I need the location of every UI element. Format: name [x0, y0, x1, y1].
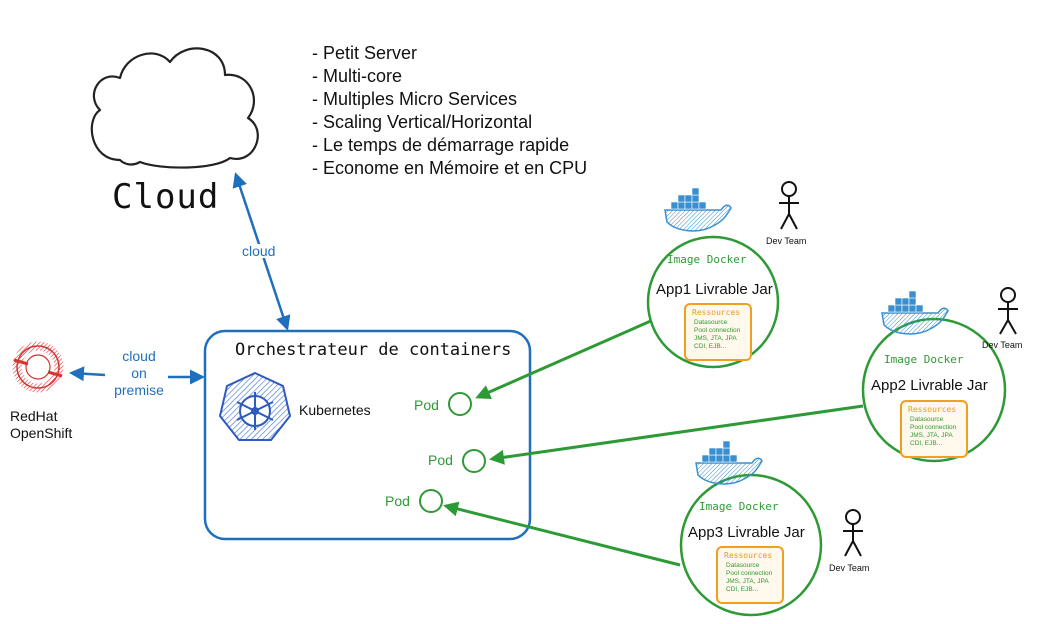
pod-label: Pod [428, 452, 453, 468]
stick-figure-icon [998, 287, 1018, 335]
resources-list: Datasource Pool connection JMS, JTA, JPA… [910, 416, 956, 448]
cloud-link-label: cloud [240, 243, 278, 259]
kubernetes-icon [218, 371, 292, 441]
app1-team-label: Dev Team [766, 236, 807, 246]
resource-item: Pool connection [726, 570, 773, 577]
app2-name: App2 Livrable Jar [871, 377, 988, 394]
docker-whale-icon [664, 187, 732, 232]
app3-name: App3 Livrable Jar [688, 524, 805, 541]
resources-list: Datasource Pool connection JMS, JTA, JPA… [726, 562, 772, 594]
feature-item: - Le temps de démarrage rapide [312, 135, 570, 155]
feature-item: - Petit Server [312, 43, 418, 63]
pod-2-circle [462, 449, 486, 473]
onpremise-label-line: cloud [122, 348, 156, 364]
app3-team-label: Dev Team [829, 563, 870, 573]
stick-figure-icon [843, 509, 863, 557]
app2-to-pod-arrow [489, 404, 864, 465]
docker-whale-icon [695, 440, 763, 485]
resource-item: JMS, JTA, JPA [910, 432, 953, 439]
resources-title: Ressources [692, 308, 741, 317]
app1-to-pod-arrow [475, 318, 654, 400]
resource-item: Pool connection [694, 327, 741, 334]
orchestrator-title: Orchestrateur de containers [235, 340, 512, 360]
resources-title: Ressources [908, 405, 957, 414]
app1-image-label: Image Docker [667, 253, 747, 266]
app2-image-label: Image Docker [884, 353, 964, 366]
resource-item: CDI, EJB... [910, 440, 943, 447]
cloud-title: Cloud [112, 177, 220, 217]
resource-item: CDI, EJB... [726, 586, 759, 593]
resources-list: Datasource Pool connection JMS, JTA, JPA… [694, 319, 740, 351]
resource-item: Datasource [694, 319, 728, 326]
stick-figure-icon [779, 181, 799, 230]
resource-item: JMS, JTA, JPA [694, 335, 737, 342]
feature-item: - Multiples Micro Services [312, 89, 518, 109]
onpremise-arrow-left [69, 366, 106, 382]
resource-item: Pool connection [910, 424, 957, 431]
app1-name: App1 Livrable Jar [656, 281, 773, 298]
pod-1-circle [448, 392, 472, 416]
resource-item: CDI, EJB... [694, 343, 727, 350]
feature-item: - Multi-core [312, 66, 403, 86]
openshift-label: RedHat OpenShift [10, 408, 72, 442]
app3-to-pod-arrow [443, 501, 681, 567]
onpremise-label-line: on [131, 365, 147, 381]
resource-item: JMS, JTA, JPA [726, 578, 769, 585]
openshift-label-line: RedHat [10, 408, 58, 424]
pod-label: Pod [414, 397, 439, 413]
app2-resources-box: Ressources Datasource Pool connection JM… [900, 400, 968, 458]
pod-label: Pod [385, 493, 410, 509]
app2-team-label: Dev Team [982, 340, 1023, 350]
onpremise-label: cloud on premise [104, 348, 174, 399]
app1-resources-box: Ressources Datasource Pool connection JM… [684, 303, 752, 361]
resources-title: Ressources [724, 551, 773, 560]
app3-image-label: Image Docker [699, 500, 779, 513]
openshift-icon [12, 341, 64, 393]
feature-item: - Econome en Mémoire et en CPU [312, 158, 588, 178]
pod-3-circle [419, 489, 443, 513]
feature-list: - Petit Server - Multi-core - Multiples … [312, 42, 587, 180]
feature-item: - Scaling Vertical/Horizontal [312, 112, 533, 132]
kubernetes-label: Kubernetes [299, 402, 371, 418]
app3-resources-box: Ressources Datasource Pool connection JM… [716, 546, 784, 604]
cloud-icon [90, 47, 259, 169]
onpremise-label-line: premise [114, 382, 164, 398]
docker-whale-icon [881, 290, 949, 335]
resource-item: Datasource [910, 416, 944, 423]
openshift-label-line: OpenShift [10, 425, 73, 441]
resource-item: Datasource [726, 562, 760, 569]
orchestrator-box [203, 329, 532, 541]
